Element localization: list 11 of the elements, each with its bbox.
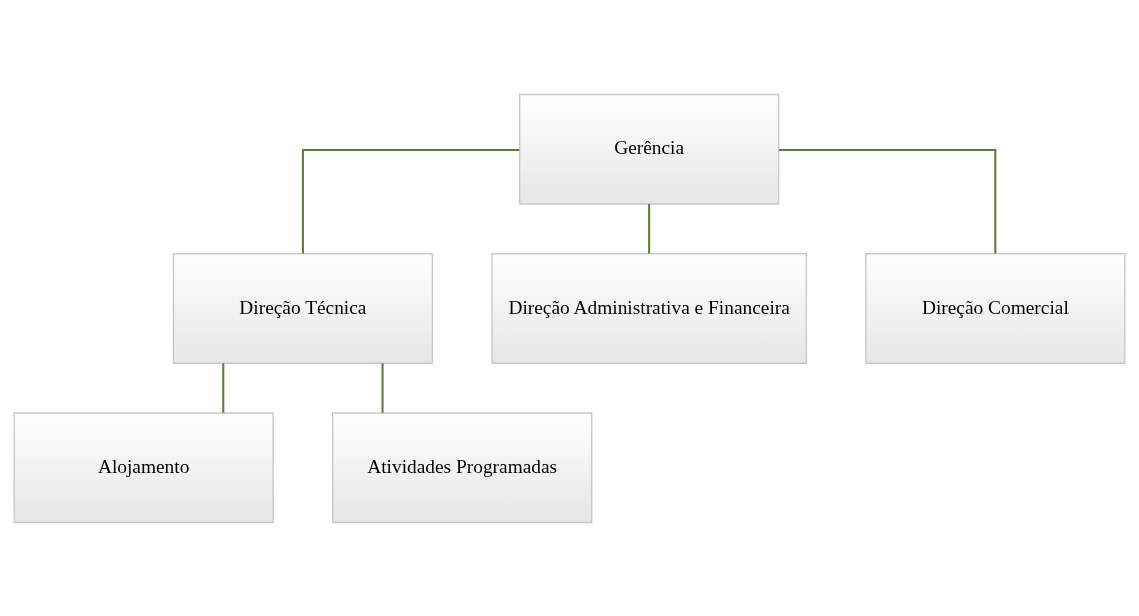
node-box: Atividades Programadas: [332, 411, 593, 523]
node-box: Alojamento: [13, 411, 274, 523]
connector: [381, 362, 384, 413]
connector: [779, 148, 997, 253]
node-box: Direção Técnica: [172, 252, 434, 364]
node-box: Gerência: [518, 93, 780, 205]
connector: [648, 203, 651, 254]
connector: [222, 362, 225, 413]
node-box: Direção Comercial: [865, 252, 1126, 364]
node-box: Direção Administrativa e Financeira: [491, 252, 807, 364]
connector: [301, 148, 520, 253]
